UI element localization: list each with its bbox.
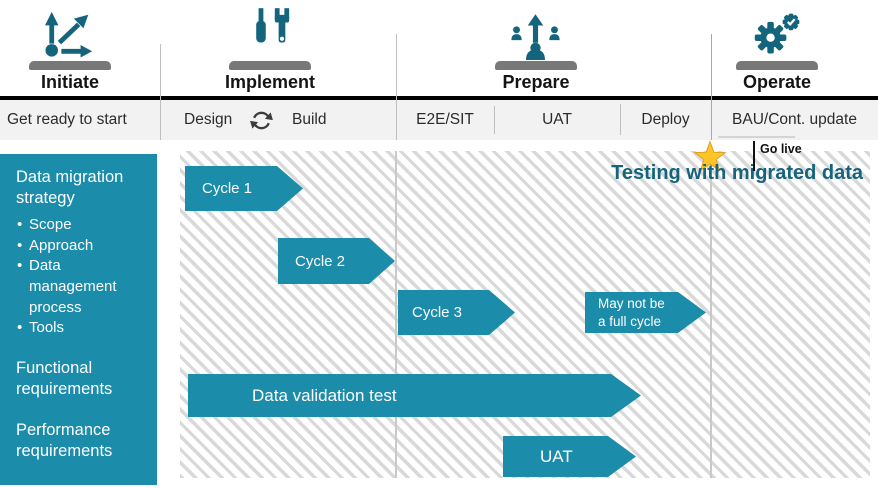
strategy-bullet-list: Scope Approach Data management process T… bbox=[16, 215, 149, 339]
phase-title-operate: Operate bbox=[742, 72, 812, 92]
bau-underline bbox=[718, 136, 795, 138]
bar-label: Cycle 2 bbox=[295, 252, 346, 270]
pedestal bbox=[229, 61, 311, 70]
subphase-deploy: Deploy bbox=[641, 111, 690, 128]
gantt-bar-data-validation: Data validation test bbox=[188, 374, 641, 417]
bullet-tools: Tools bbox=[16, 318, 149, 339]
sidebar-deliverables: Data migration strategy Scope Approach D… bbox=[0, 154, 157, 485]
subphase-uat: UAT bbox=[542, 111, 572, 128]
phase-gridline bbox=[395, 151, 397, 478]
phase-title-implement: Implement bbox=[224, 72, 316, 92]
tools-icon bbox=[256, 8, 290, 43]
gantt-bar-cycle-3: Cycle 3 bbox=[398, 290, 515, 335]
bar-label: UAT bbox=[540, 446, 573, 466]
phase-title-initiate: Initiate bbox=[40, 72, 99, 92]
pedestal bbox=[29, 61, 111, 70]
bar-label: Cycle 1 bbox=[202, 180, 253, 197]
column-divider bbox=[711, 34, 712, 140]
sidebar-performance-reqs: Performance requirements bbox=[16, 420, 113, 461]
testing-annotation-title: Testing with migrated data bbox=[611, 162, 863, 184]
header-rule bbox=[0, 96, 878, 100]
column-divider bbox=[396, 34, 397, 140]
subphase-build: Build bbox=[292, 111, 327, 128]
sync-arrows-icon bbox=[250, 111, 273, 130]
phase-gridline bbox=[710, 151, 712, 478]
gantt-bar-cycle-1: Cycle 1 bbox=[185, 166, 303, 211]
bullet-scope: Scope bbox=[16, 215, 149, 236]
go-live-marker-line bbox=[753, 141, 755, 171]
pedestal bbox=[495, 61, 577, 70]
bar-label: Data validation test bbox=[252, 385, 397, 405]
go-live-label: Go live bbox=[760, 142, 802, 156]
gears-check-icon bbox=[754, 13, 800, 54]
people-up-arrow-icon bbox=[511, 14, 560, 60]
bar-label: May not be a full cycle bbox=[598, 295, 665, 329]
subphase-design: Design bbox=[184, 111, 233, 128]
bullet-approach: Approach bbox=[16, 236, 149, 257]
column-divider bbox=[620, 104, 621, 135]
pedestal bbox=[736, 61, 818, 70]
column-divider bbox=[160, 44, 161, 140]
sidebar-strategy-title: Data migration strategy bbox=[16, 168, 124, 208]
sidebar-functional-reqs: Functional requirements bbox=[16, 359, 113, 399]
subphase-get-ready: Get ready to start bbox=[7, 111, 127, 128]
gantt-bar-partial-cycle: May not be a full cycle bbox=[585, 292, 706, 333]
column-divider bbox=[494, 106, 495, 134]
gantt-area: Cycle 1 Cycle 2 Cycle 3 May not be a ful… bbox=[180, 151, 870, 478]
subphase-band bbox=[0, 100, 878, 140]
diverge-arrows-icon bbox=[45, 11, 93, 58]
gantt-bar-cycle-2: Cycle 2 bbox=[278, 238, 395, 284]
subphase-bau: BAU/Cont. update bbox=[732, 111, 857, 128]
gold-star-icon bbox=[693, 140, 727, 172]
phase-title-prepare: Prepare bbox=[502, 72, 570, 92]
bar-label: Cycle 3 bbox=[412, 304, 463, 321]
gantt-bar-uat: UAT bbox=[503, 436, 636, 477]
bullet-data-mgmt: Data management process bbox=[16, 256, 149, 318]
subphase-e2e-sit: E2E/SIT bbox=[416, 111, 474, 128]
